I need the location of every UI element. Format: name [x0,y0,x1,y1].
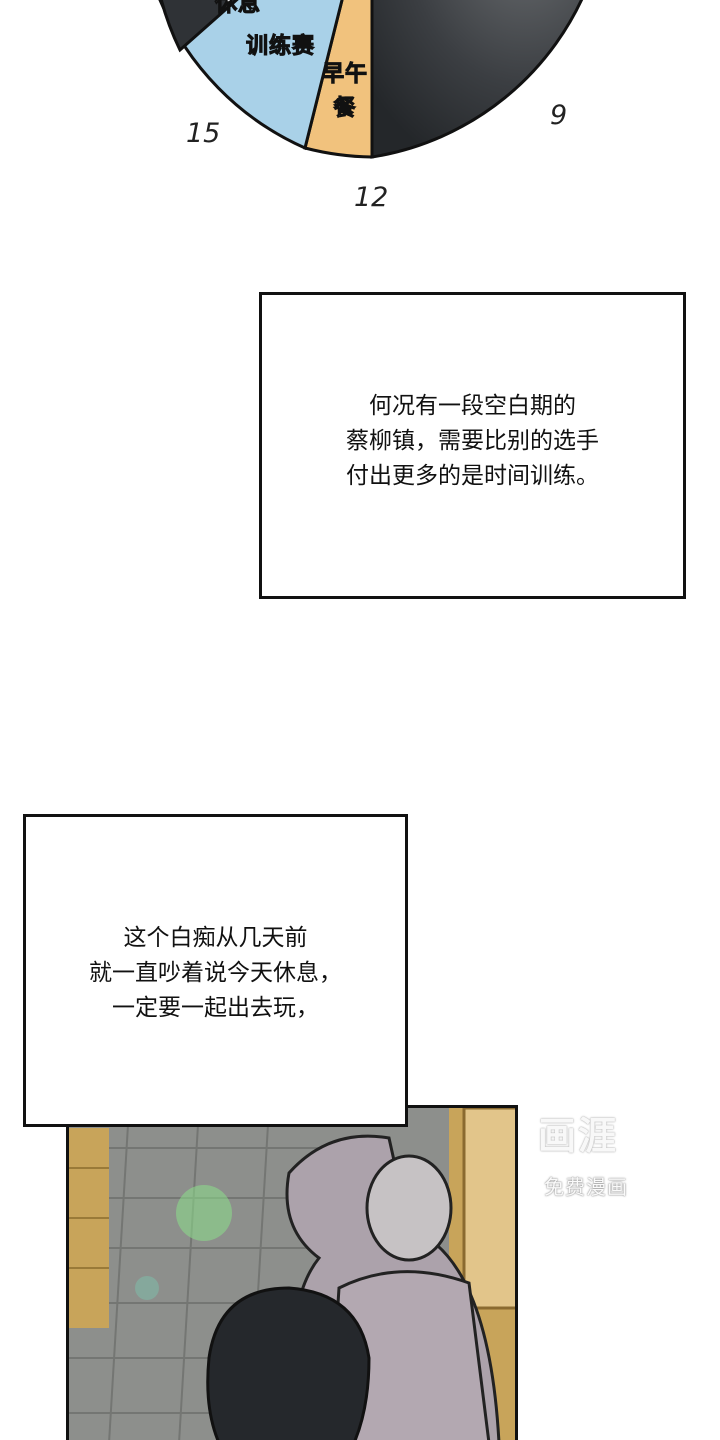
narration-box-2-text: 这个白痴从几天前 就一直吵着说今天休息， 一定要一起出去玩， [26,921,405,1026]
narration-box-1-text: 何况有一段空白期的 蔡柳镇，需要比别的选手 付出更多的是时间训练。 [262,389,683,494]
narration-box-1: 何况有一段空白期的 蔡柳镇，需要比别的选手 付出更多的是时间训练。 [259,292,686,599]
clock-number-12: 12 [354,182,389,213]
watermark-subtitle: 免费漫画 [544,1175,628,1199]
pie-slice-other [159,0,239,53]
pie-svg [158,0,584,159]
narration-box-2: 这个白痴从几天前 就一直吵着说今天休息， 一定要一起出去玩， [23,814,408,1127]
panel-artwork [69,1108,515,1440]
narration-line: 蔡柳镇，需要比别的选手 [346,428,599,454]
pie-label-brunch: 早午餐 [321,62,368,122]
narration-line: 付出更多的是时间训练。 [346,463,599,489]
watermark-logo: 画涯 [538,1114,619,1158]
narration-line: 就一直吵着说今天休息， [89,960,342,986]
pie-slice-rest [370,0,584,159]
clock-number-15: 15 [186,118,221,149]
pie-label-training: 训练赛 [245,34,316,60]
narration-line: 这个白痴从几天前 [123,925,308,951]
illustration-panel [66,1105,518,1440]
schedule-pie-chart: 休息 训练赛 早午餐 15 12 9 [0,0,720,260]
watermark: 画涯 免费漫画 [538,1105,660,1200]
narration-line: 何况有一段空白期的 [369,393,576,419]
clock-number-9: 9 [550,100,568,131]
pie-label-rest: 休息 [214,0,262,18]
narration-line: 一定要一起出去玩， [112,995,319,1021]
